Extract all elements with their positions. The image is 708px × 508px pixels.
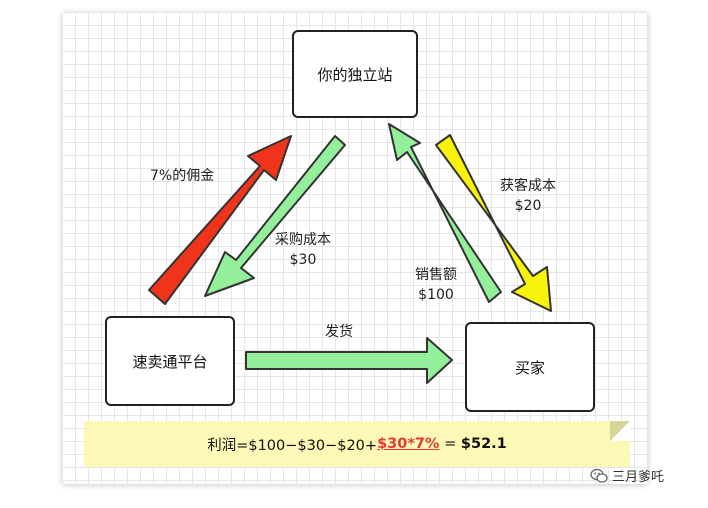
sales-arrow — [388, 123, 502, 303]
acquisition-cost-label: 获客成本 $20 — [500, 178, 556, 214]
profit-formula-note: 利润=$100−$30−$20+$30*7% = $52.1 — [84, 421, 630, 467]
formula-middle: = — [439, 436, 461, 452]
node-independent-store-label: 你的独立站 — [317, 65, 393, 84]
shipping-label: 发货 — [325, 324, 353, 340]
node-buyer-label: 买家 — [514, 358, 545, 377]
node-aliexpress-platform: 速卖通平台 — [105, 316, 235, 406]
node-aliexpress-platform-label: 速卖通平台 — [132, 352, 208, 371]
commission-label: 7%的佣金 — [150, 168, 215, 184]
acquisition-arrow — [435, 134, 552, 312]
purchase-arrow — [204, 135, 346, 297]
formula-prefix: 利润=$100−$30−$20+ — [207, 437, 378, 454]
node-buyer: 买家 — [465, 322, 595, 412]
sales-label: 销售额 $100 — [415, 267, 457, 303]
formula-highlight: $30*7% — [377, 436, 440, 452]
note-fold-corner — [610, 421, 630, 441]
formula-result: $52.1 — [460, 436, 507, 452]
watermark: 三月爹吒 — [590, 466, 664, 485]
wechat-icon — [590, 468, 608, 483]
commission-arrow — [148, 135, 292, 305]
purchase-cost-label: 采购成本 $30 — [275, 232, 331, 268]
shipping-arrow — [245, 337, 453, 384]
watermark-text: 三月爹吒 — [612, 470, 665, 485]
node-independent-store: 你的独立站 — [292, 30, 418, 118]
